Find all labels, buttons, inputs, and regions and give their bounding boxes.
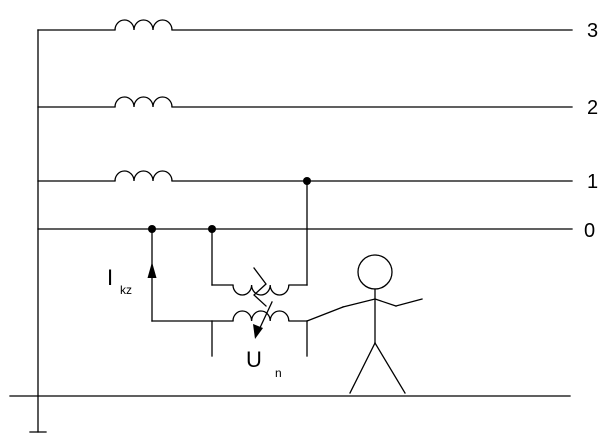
inductor-coil-1 <box>114 170 173 182</box>
primary-wiring <box>211 180 308 296</box>
phase-line-2 <box>37 96 573 108</box>
current-label-main: I <box>107 265 113 290</box>
voltage-label-main: U <box>246 347 262 372</box>
voltage-arrow-head-icon <box>253 324 263 339</box>
person-right-leg <box>374 342 406 394</box>
current-arrow-icon <box>147 262 157 278</box>
transformer-secondary-coil <box>232 310 290 322</box>
person-left-arm <box>342 298 376 308</box>
phase-line-3 <box>37 19 573 31</box>
phase-line-1 <box>37 170 573 182</box>
person-figure <box>306 254 423 394</box>
inductor-coil-3 <box>114 19 173 31</box>
current-label-sub: kz <box>120 283 132 297</box>
person-right-arm <box>374 298 397 307</box>
transformer-primary-coil <box>232 284 290 296</box>
person-head <box>357 254 393 290</box>
person-left-leg <box>349 342 376 394</box>
line-label-3: 3 <box>587 20 598 42</box>
person-touch-wire <box>306 306 344 322</box>
fault-current-path <box>147 228 234 322</box>
line-label-2: 2 <box>587 97 598 119</box>
fault-zigzag <box>253 267 267 307</box>
line-label-1: 1 <box>587 171 598 193</box>
secondary-legs <box>211 320 308 357</box>
inductor-coil-2 <box>114 96 173 108</box>
voltage-arrow <box>253 301 273 339</box>
line-label-0: 0 <box>584 220 595 242</box>
voltage-label-sub: n <box>275 366 282 380</box>
